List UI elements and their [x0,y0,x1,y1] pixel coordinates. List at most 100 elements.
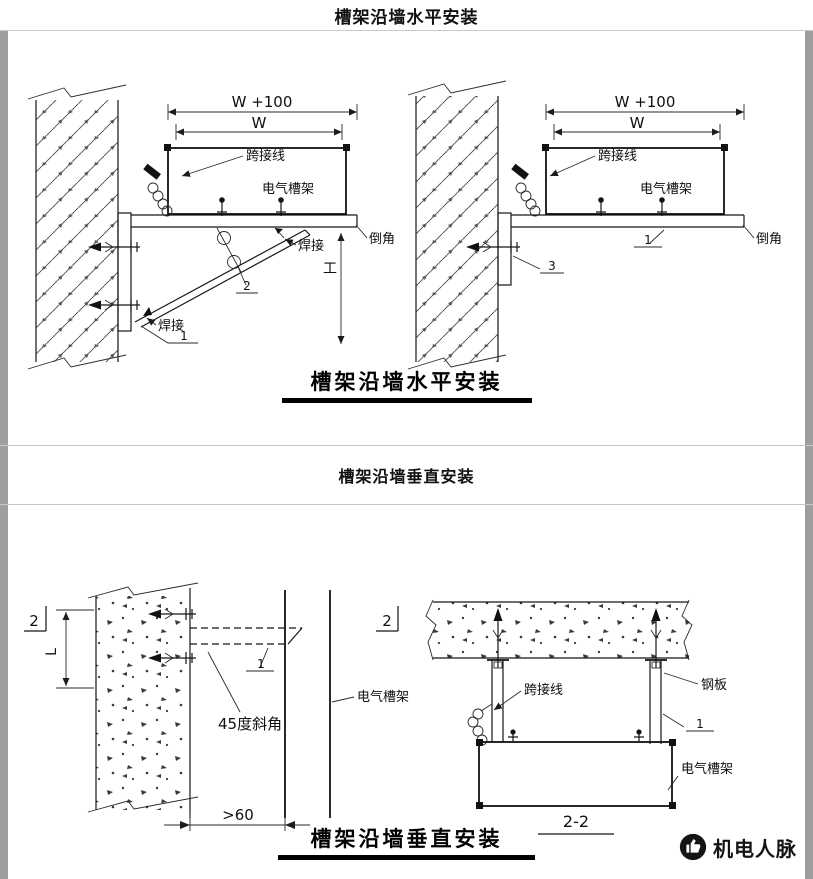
chamfer-label: 倒角 [756,232,782,247]
wall-hatched [407,80,507,370]
support-arm [511,214,745,228]
top-header-title: 槽架沿墙水平安装 [334,7,479,28]
section-cut-mark: 2 [376,606,399,632]
steel-plate-label: 钢板 [701,678,727,693]
tray-bolts [508,729,644,742]
dim-w: W [553,114,721,140]
right-detail: 电气槽架 W +100 W 跨接线 [407,80,782,370]
section-cut-mark: 2 [24,606,47,632]
callout-2-text: 2 [243,279,251,293]
callout-1: 1 [634,229,665,248]
dim-w-plus-100: W +100 [167,93,358,120]
diagonal-brace [134,227,311,328]
dim-w-text: W [630,114,645,132]
callout-1-text: 1 [696,717,704,731]
jumper-coil [147,182,173,217]
dim-w: W [175,114,343,140]
middle-header: 槽架沿墙垂直安装 [0,445,813,505]
ceiling-slab [425,599,693,661]
dim-w-text: W [252,114,267,132]
chamfer-callout: 倒角 [742,224,782,247]
wall-hatched [27,84,127,370]
support-arm [131,214,358,228]
tray-label: 电气槽架 [681,761,733,777]
dim-60: >60 [164,806,310,831]
horizontal-install-drawing: 电气槽架 W +100 W 跨接线 [27,80,782,370]
tray-section [476,729,676,809]
dim-60-text: >60 [222,806,254,824]
brand-logo: 机电人脉 [678,832,797,862]
left-edge-bar [0,30,8,879]
anchor-bolt [466,241,520,253]
callout-1: 1 [140,325,198,344]
section-mark-text: 2 [29,612,39,630]
horizontal-caption-text: 槽架沿墙水平安装 [310,370,503,394]
left-detail: 电气槽架 W +100 W 跨接线 [27,84,395,370]
steel-plate-callout: 钢板 [663,672,727,693]
hand-logo-icon [679,833,707,861]
wall-anchor-bolts [88,241,140,311]
weld-callout-bottom: 焊接 [143,307,184,334]
tray-label: 电气槽架 [640,181,692,197]
tray-hold-bolts [217,197,286,216]
dim-L: L [44,609,94,689]
vertical-caption: 槽架沿墙垂直安装 [0,827,813,861]
dim-w100-text: W +100 [232,93,293,111]
cable-tray: 电气槽架 [542,144,728,215]
vertical-caption-rule [278,855,535,861]
horizontal-caption-rule [281,398,532,404]
vertical-install-section: 2 L 电气槽架 [0,505,813,879]
dim-L-text: L [44,648,60,656]
jumper-wire: 跨接线 [143,148,285,217]
callout-3: 3 [512,255,564,274]
horizontal-install-section: 电气槽架 W +100 W 跨接线 [0,31,813,445]
anchor-bolt [88,241,140,253]
vertical-tray: 电气槽架 [284,590,409,818]
vertical-right-detail: 2 [376,599,733,835]
callout-1: 1 [246,647,274,672]
mount-plate [117,212,132,332]
callout-1-text: 1 [257,657,265,671]
brand-logo-text: 机电人脉 [713,836,797,861]
anchor-bolt [487,608,509,669]
bevel-label: 45度斜角 [218,715,282,733]
chamfer-label: 倒角 [369,232,395,247]
jumper-coil [515,182,541,217]
tray-callout: 电气槽架 [667,761,733,791]
wall-concrete [87,582,199,818]
height-label: 工 [323,261,337,277]
weld-label-top: 焊接 [298,238,324,254]
vertical-install-drawing: 2 L 电气槽架 [24,582,733,835]
anchor-bolt [148,608,196,620]
height-dimension: 工 [323,233,345,344]
right-edge-bar [805,30,813,879]
middle-header-title: 槽架沿墙垂直安装 [338,467,475,486]
callout-2: 2 [236,266,258,294]
jumper-label: 跨接线 [246,148,285,164]
anchor-bolt [645,608,667,669]
jumper-label: 跨接线 [524,682,563,698]
horizontal-caption: 槽架沿墙水平安装 [0,370,813,404]
jumper-label: 跨接线 [598,148,637,164]
tray-hold-bolts [596,197,667,216]
weld-label-bottom: 焊接 [158,318,184,334]
tray-label: 电气槽架 [357,689,409,705]
top-header: 槽架沿墙水平安装 [0,0,813,31]
mount-plate [497,212,512,286]
bevel-callout: 45度斜角 [207,651,282,733]
cable-tray: 电气槽架 [164,144,350,215]
dim-w100-text: W +100 [615,93,676,111]
anchor-bolt [88,299,140,311]
vertical-left-detail: 2 L 电气槽架 [24,582,409,831]
anchor-bolt [148,652,196,664]
section-label: 2-2 [538,812,614,835]
jumper-wire: 跨接线 [467,682,563,746]
weld-callout-top: 焊接 [274,227,324,254]
vertical-caption-text: 槽架沿墙垂直安装 [310,827,503,851]
ceiling-anchor-bolts [487,608,667,669]
jumper-wire: 跨接线 [511,148,637,217]
callout-1-text: 1 [180,329,188,343]
wall-anchor-bolts [148,608,196,664]
dim-w-plus-100: W +100 [545,93,745,120]
